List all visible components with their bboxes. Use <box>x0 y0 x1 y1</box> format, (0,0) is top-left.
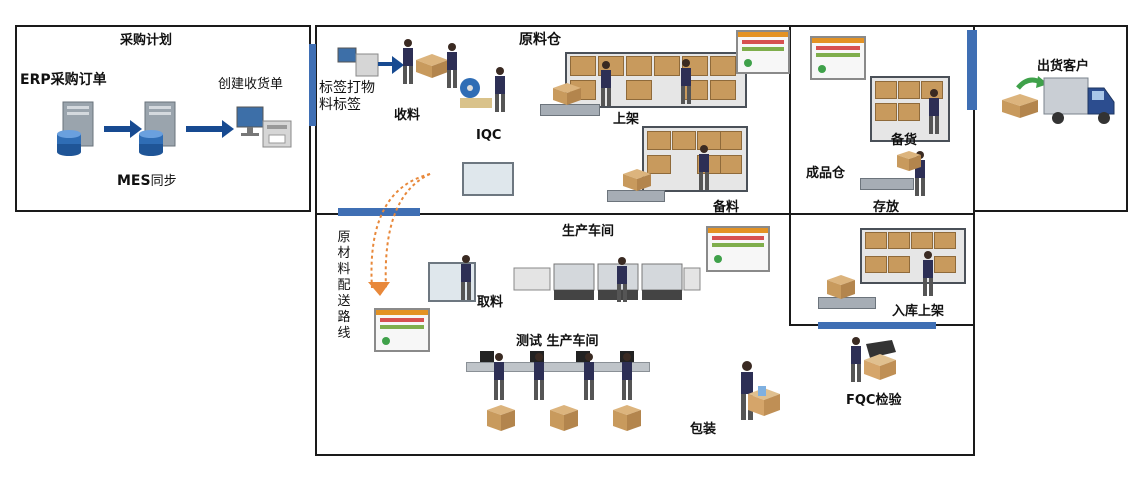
crate <box>626 80 652 100</box>
status-monitor-icon <box>810 36 866 80</box>
crate-icon <box>550 405 578 431</box>
crate <box>934 256 956 273</box>
worker-icon <box>584 353 594 400</box>
crate <box>720 155 742 174</box>
label-print-label: 标签打物料标签 <box>319 80 375 113</box>
crate <box>672 131 696 150</box>
crate <box>865 232 887 249</box>
mes-sync-bold: MES <box>117 173 151 189</box>
pallet <box>818 297 876 309</box>
arrow-print-to-receive <box>378 56 404 74</box>
iqc-label: IQC <box>476 128 502 143</box>
crate <box>720 131 742 150</box>
worker-icon <box>699 145 709 190</box>
worker-icon <box>601 61 611 106</box>
worker-icon <box>447 43 457 88</box>
crate <box>647 131 671 150</box>
fqc-label: FQC检验 <box>846 393 902 408</box>
worker-icon <box>923 251 933 296</box>
pack-label: 包装 <box>690 422 717 437</box>
crate-icon <box>416 54 448 78</box>
mes-server-icon <box>139 101 176 156</box>
worker-icon <box>681 59 691 104</box>
delivery-route-label: 原材料配送路线 <box>337 230 351 341</box>
take-material-label: 取料 <box>477 295 504 310</box>
accent-bar <box>967 30 977 110</box>
bench-monitor <box>480 351 494 362</box>
prepare-material-label: 备料 <box>713 200 740 215</box>
worker-icon <box>403 39 413 84</box>
accent-bar <box>309 44 316 126</box>
crate <box>875 103 897 121</box>
crate <box>898 103 920 121</box>
delivery-truck-icon <box>1002 76 1115 124</box>
smt-line-icon <box>513 263 701 300</box>
label-printer-icon <box>337 47 379 77</box>
worker-icon <box>461 255 471 300</box>
create-receipt-label: 创建收货单 <box>218 77 284 92</box>
crate <box>888 256 910 273</box>
pallet <box>860 178 914 190</box>
worker-icon <box>617 257 627 302</box>
crate <box>898 81 920 99</box>
erp-server-icon <box>57 101 94 156</box>
computer-printer-icon <box>236 106 292 148</box>
crate <box>865 256 887 273</box>
bench-monitor <box>576 351 590 362</box>
crate <box>626 56 652 76</box>
crate-icon <box>897 151 921 171</box>
status-monitor-icon <box>374 308 430 352</box>
crate-icon <box>553 83 581 105</box>
packing-box-icon <box>748 386 780 416</box>
store-label: 存放 <box>873 200 900 215</box>
mes-sync-rest: 同步 <box>150 174 177 189</box>
section-title-raw-warehouse: 原料仓 <box>519 32 561 48</box>
crate-icon <box>623 169 651 191</box>
accent-bar <box>818 322 936 329</box>
pallet <box>540 104 600 116</box>
worker-icon <box>495 67 505 112</box>
worker-icon <box>851 337 861 382</box>
material-cart <box>462 162 514 196</box>
worker-icon <box>534 353 544 400</box>
section-title-production-workshop: 生产车间 <box>562 224 615 239</box>
crate-icon <box>487 405 515 431</box>
section-title-finished-warehouse: 成品仓 <box>806 166 846 181</box>
crate <box>710 80 736 100</box>
section-title-ship-customer: 出货客户 <box>1037 59 1090 74</box>
status-monitor-icon <box>736 30 790 74</box>
erp-order-label: ERP采购订单 <box>20 72 107 88</box>
production-workshop-box <box>315 213 975 456</box>
test-bench <box>466 362 650 372</box>
crate <box>875 81 897 99</box>
crate-icon <box>613 405 641 431</box>
mes-sync-label: MES同步 <box>117 170 177 189</box>
crate <box>888 232 910 249</box>
crate <box>647 155 671 174</box>
section-title-purchase-plan: 采购计划 <box>120 33 173 48</box>
accent-bar <box>338 208 420 216</box>
crate <box>570 56 596 76</box>
worker-icon <box>622 353 632 400</box>
reels-icon <box>460 78 492 108</box>
crate <box>934 232 956 249</box>
ship-customer-box <box>973 25 1128 212</box>
crate <box>710 56 736 76</box>
worker-icon <box>929 89 939 134</box>
shelve-label: 上架 <box>613 112 640 127</box>
section-title-test-workshop: 测试 生产车间 <box>516 334 599 349</box>
worker-icon <box>494 353 504 400</box>
crate <box>911 232 933 249</box>
delivery-route-arrow <box>368 173 431 296</box>
arrow-mes-to-receipt <box>186 120 234 138</box>
prepare-goods-label: 备货 <box>891 133 918 148</box>
inbound-shelve-label: 入库上架 <box>892 304 945 319</box>
receive-label: 收料 <box>394 108 421 123</box>
inspection-box-icon <box>864 340 896 380</box>
crate <box>654 56 680 76</box>
status-monitor-icon <box>706 226 770 272</box>
crate-icon <box>827 275 855 299</box>
arrow-erp-to-mes <box>104 120 142 138</box>
